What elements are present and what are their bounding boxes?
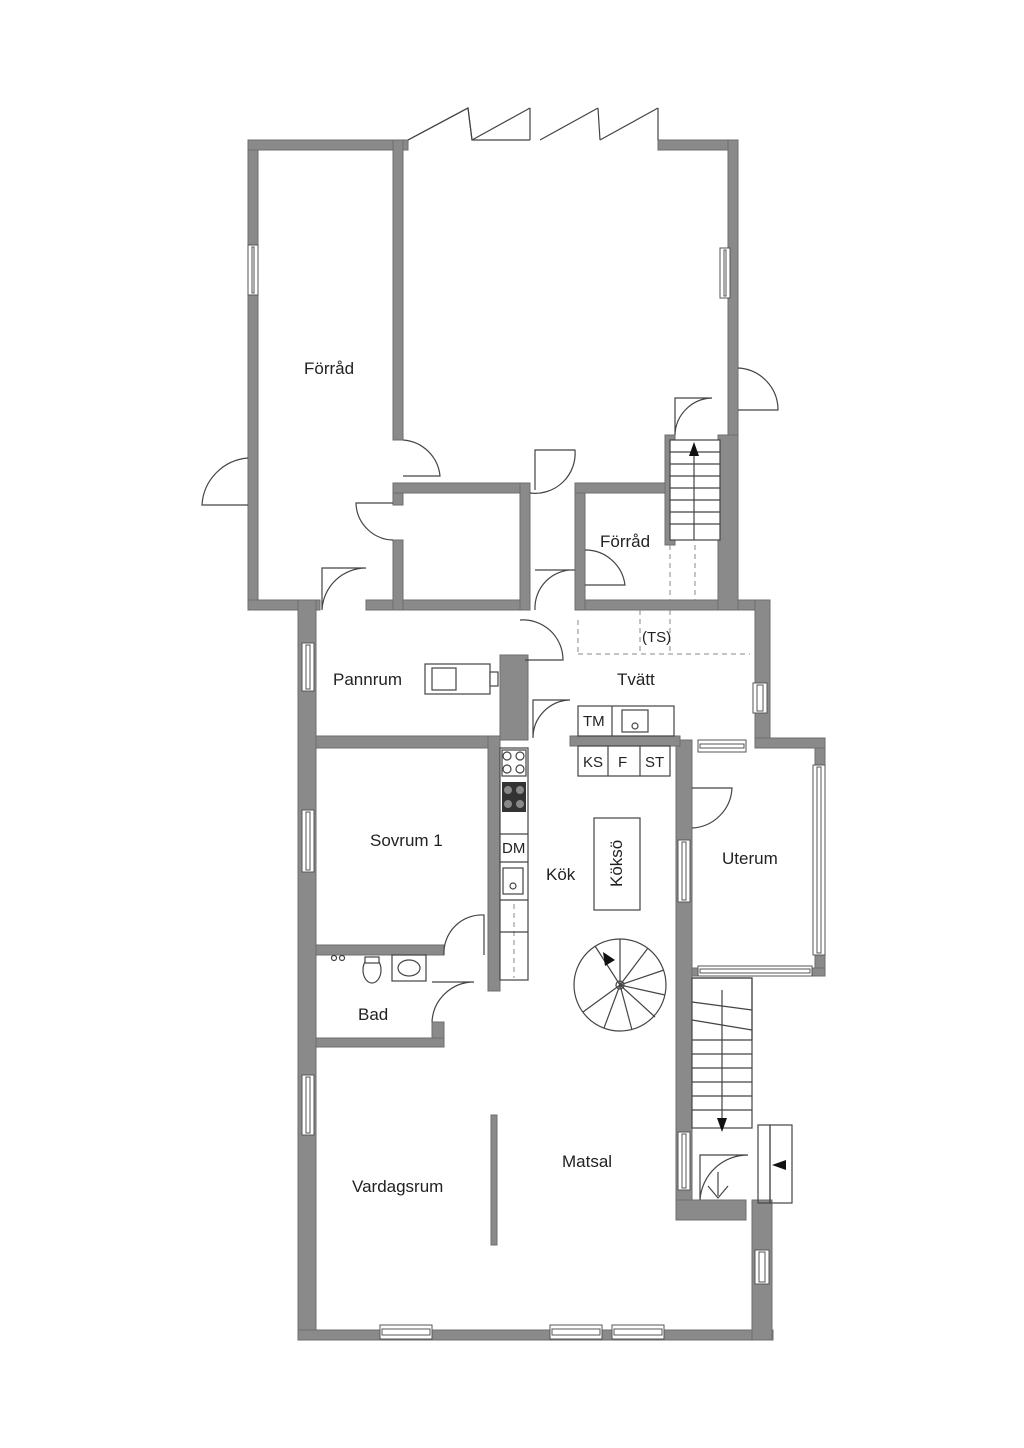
laundry-fixtures	[577, 610, 750, 777]
windows	[247, 244, 826, 1340]
bathroom-fixtures	[330, 954, 427, 984]
label-dm: DM	[502, 840, 525, 857]
label-forrad-large: Förråd	[304, 359, 354, 378]
stair-upper	[669, 439, 721, 600]
label-ks: KS	[583, 754, 603, 771]
room-divider	[490, 1114, 498, 1246]
label-ts: (TS)	[642, 629, 671, 646]
spiral-stair	[573, 938, 667, 1032]
stair-lower	[691, 977, 786, 1170]
label-pannrum: Pannrum	[333, 670, 402, 689]
label-uterum: Uterum	[722, 849, 778, 868]
label-st: ST	[645, 754, 664, 771]
label-matsal: Matsal	[562, 1152, 612, 1171]
label-tvatt: Tvätt	[617, 670, 655, 689]
label-f: F	[618, 754, 627, 771]
label-vardagsrum: Vardagsrum	[352, 1177, 443, 1196]
label-bad: Bad	[358, 1005, 388, 1024]
label-kok: Kök	[546, 865, 576, 884]
doors	[201, 107, 793, 1204]
boiler	[424, 663, 499, 695]
room-labels: Förråd Förråd Pannrum Tvätt Sovrum 1 Kök…	[304, 359, 778, 1196]
label-koksö: Köksö	[607, 840, 626, 887]
kitchen-counter	[499, 747, 529, 981]
label-forrad-small: Förråd	[600, 532, 650, 551]
label-tm: TM	[583, 713, 605, 730]
fixture-labels: (TS) TM KS F ST DM	[502, 629, 671, 857]
label-sovrum: Sovrum 1	[370, 831, 443, 850]
kitchen-island	[593, 817, 641, 911]
